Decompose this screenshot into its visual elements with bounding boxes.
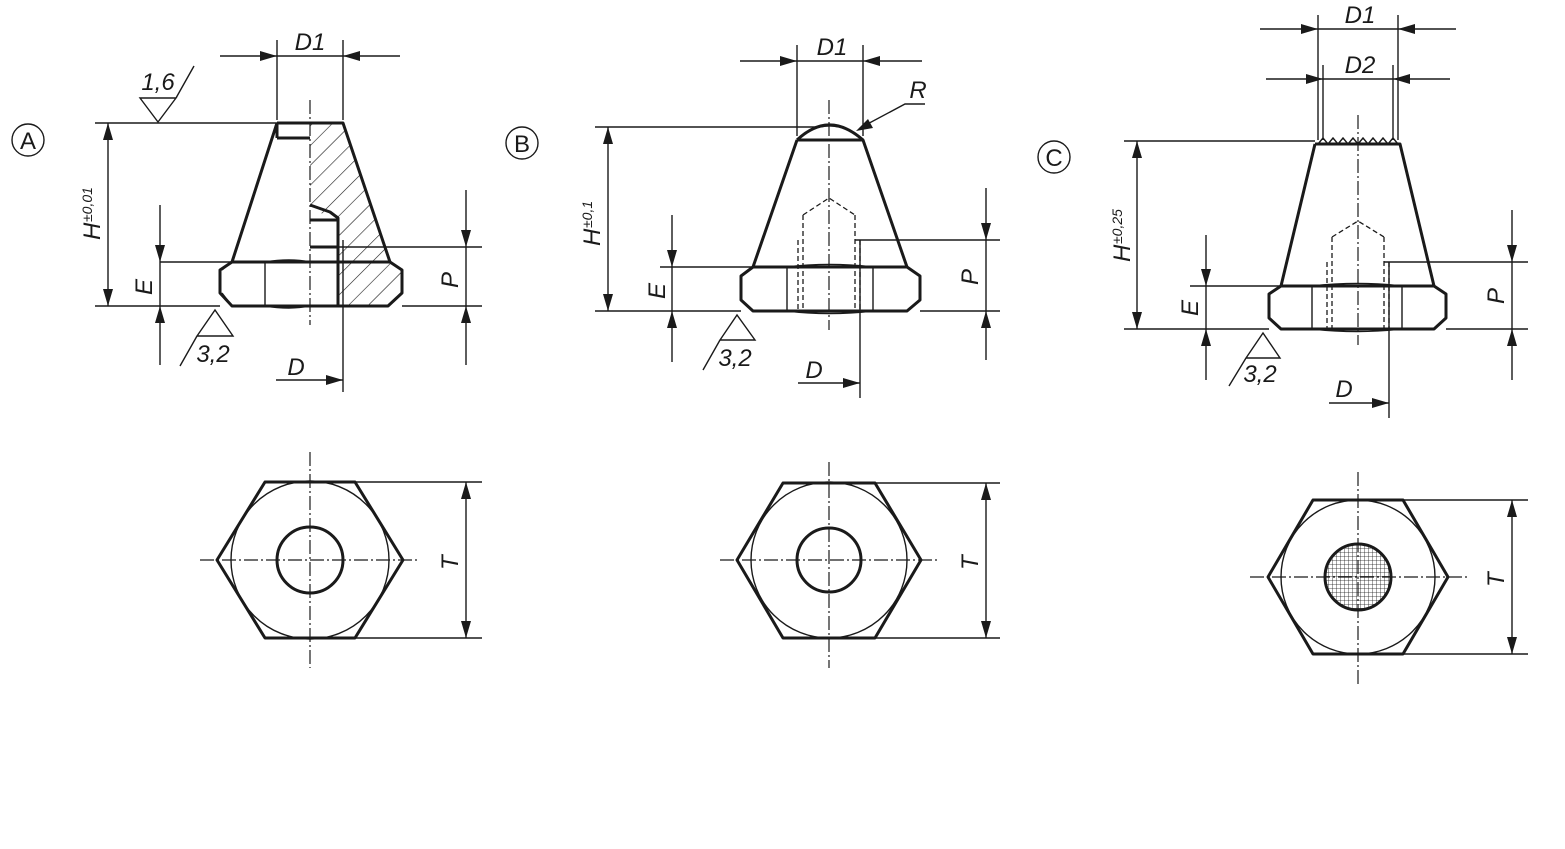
- variant-c-p-label: P: [1483, 288, 1510, 304]
- variant-b-marker: B: [514, 131, 530, 158]
- variant-b-d1-label: D1: [817, 34, 848, 61]
- variant-a-surface-bottom-value: 3,2: [196, 341, 229, 368]
- variant-b: B D1 R H ±0,1 E: [505, 34, 1000, 668]
- variant-b-surface-bottom-value: 3,2: [718, 345, 751, 372]
- variant-a-surface-top-symbol: [138, 65, 195, 124]
- variant-c-e-arrows: [1201, 269, 1211, 346]
- variant-c-hidden-thread: [1326, 220, 1390, 329]
- variant-b-hex-nut: [739, 265, 922, 313]
- variant-c-chamfer-circle: [1280, 499, 1436, 655]
- variant-b-cone-body: [751, 138, 909, 268]
- variant-b-d-arrow: [843, 378, 860, 388]
- variant-c-cone-body: [1279, 142, 1436, 287]
- variant-a-t-arrows: [461, 482, 471, 638]
- variant-a-marker-circle: [11, 123, 45, 157]
- variant-b-e-label: E: [644, 282, 671, 299]
- variant-b-hidden-thread: [797, 197, 861, 311]
- variant-b-chamfer-circle: [750, 481, 908, 639]
- variant-a-section-hatch: [310, 123, 402, 306]
- variant-c-d-arrow: [1372, 398, 1389, 408]
- variant-b-r-label: R: [909, 77, 926, 104]
- variant-c-marker: C: [1045, 145, 1062, 172]
- variant-a-marker: A: [20, 128, 36, 155]
- variant-a-surface-top-value: 1,6: [141, 69, 175, 96]
- variant-c-surface-bottom-symbol: [1228, 331, 1282, 387]
- variant-a-h-label: H: [79, 222, 106, 240]
- variant-a-top-view: T: [200, 452, 482, 668]
- variant-b-p-label: P: [957, 269, 984, 285]
- variant-c-h-label: H: [1109, 244, 1136, 262]
- variant-b-hex-facets: [786, 267, 874, 311]
- variant-b-r-leader: [859, 103, 925, 129]
- variant-b-r-arrow: [856, 119, 873, 131]
- variant-c-t-label: T: [1483, 570, 1510, 587]
- variant-a-d-arrow: [326, 375, 343, 385]
- variant-c-knurled-face: [1323, 542, 1393, 612]
- variant-c-e-label: E: [1177, 299, 1204, 316]
- variant-a-thread: [309, 203, 340, 306]
- variant-b-dome-top: [795, 123, 864, 142]
- variant-c-t-arrows: [1507, 500, 1517, 654]
- variant-c-d-label: D: [1335, 376, 1352, 403]
- variant-a-e-label: E: [131, 278, 158, 295]
- variant-a-bore-circle: [275, 525, 345, 595]
- variant-c-h-tolerance: ±0,25: [1109, 209, 1125, 244]
- variant-b-marker-circle: [505, 126, 539, 160]
- variant-a-cone-body: [230, 121, 392, 263]
- variant-c-d1-label: D1: [1345, 2, 1376, 29]
- variant-a-surface-bottom-symbol: [179, 308, 235, 367]
- variant-b-surface-bottom-symbol: [702, 313, 757, 371]
- variant-b-t-label: T: [957, 553, 984, 570]
- variant-c: C D1 D2 H ±0,25 E: [1037, 2, 1528, 685]
- variant-b-h-label: H: [579, 228, 606, 246]
- variant-c-hex-arcs: [1311, 282, 1403, 333]
- variant-a-d1-label: D1: [295, 29, 326, 56]
- variant-b-h-tolerance: ±0,1: [579, 201, 595, 228]
- variant-b-d-label: D: [805, 357, 822, 384]
- variant-c-top-view: T: [1250, 472, 1528, 685]
- variant-a-d-label: D: [287, 354, 304, 381]
- variant-c-d2-label: D2: [1345, 52, 1376, 79]
- variant-a-h-tolerance: ±0,01: [79, 187, 95, 222]
- variant-a-e-arrows: [155, 245, 165, 323]
- variant-c-marker-circle: [1037, 140, 1071, 174]
- variant-a-hex-arc: [264, 259, 311, 309]
- variant-a-hex-nut: [218, 260, 404, 308]
- variant-b-bore-circle: [795, 526, 863, 594]
- variant-a-p-label: P: [437, 272, 464, 288]
- variant-c-hex-nut: [1267, 284, 1448, 331]
- variant-a-hex-facet: [221, 261, 266, 307]
- variant-a-t-label: T: [437, 553, 464, 570]
- variant-b-top-view: T: [720, 462, 1000, 668]
- variant-a: A D1 1,6 H ±0,01: [11, 29, 482, 668]
- variant-b-t-arrows: [981, 483, 991, 638]
- variant-c-surface-bottom-value: 3,2: [1243, 361, 1276, 388]
- variant-c-hex-facets: [1311, 286, 1403, 329]
- variant-b-hex-arcs: [786, 263, 874, 315]
- variant-b-e-arrows: [667, 250, 677, 328]
- variant-a-chamfer-circle: [230, 480, 390, 640]
